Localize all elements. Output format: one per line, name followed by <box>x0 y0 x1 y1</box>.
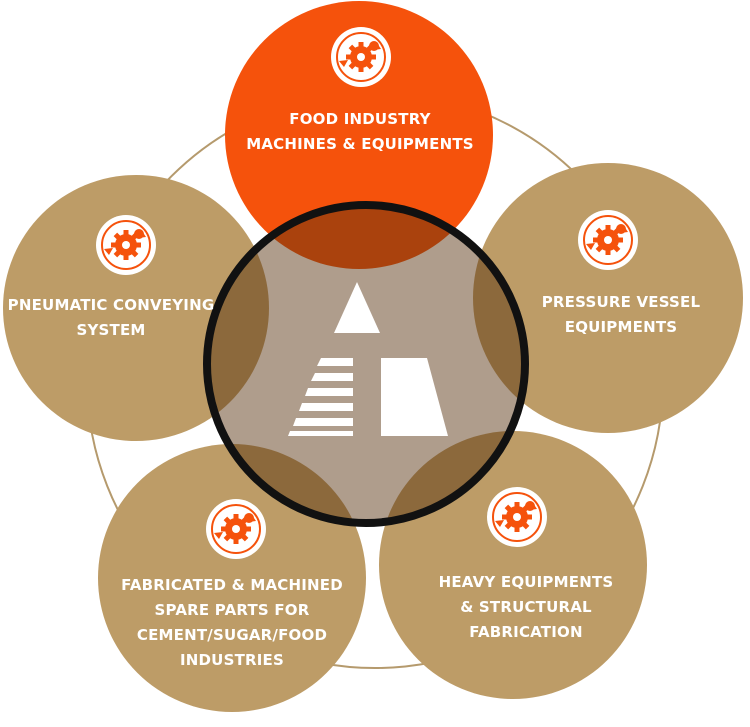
label-line: FABRICATION <box>469 623 583 641</box>
label-heavy-equipments: HEAVY EQUIPMENTS & STRUCTURAL FABRICATIO… <box>439 570 614 645</box>
label-fabricated-parts: FABRICATED & MACHINED SPARE PARTS FOR CE… <box>121 573 343 673</box>
label-line: CEMENT/SUGAR/FOOD <box>136 626 328 644</box>
label-line: INDUSTRIES <box>180 651 284 669</box>
gear-icon <box>487 487 547 547</box>
gear-icon <box>331 27 391 87</box>
bubble-food-industry[interactable] <box>225 1 493 269</box>
label-line: SYSTEM <box>76 321 146 339</box>
label-line: MACHINES & EQUIPMENTS <box>246 135 474 153</box>
label-line: & STRUCTURAL <box>460 598 592 616</box>
label-pneumatic-conveying: PNEUMATIC CONVEYING SYSTEM <box>8 293 215 343</box>
gear-icon <box>206 499 266 559</box>
label-line: HEAVY EQUIPMENTS <box>438 573 614 591</box>
label-line: EQUIPMENTS <box>564 318 678 336</box>
label-line: FOOD INDUSTRY <box>289 110 431 128</box>
logo-icon <box>288 282 448 436</box>
label-food-industry: FOOD INDUSTRY MACHINES & EQUIPMENTS <box>246 107 474 157</box>
gear-icon <box>96 215 156 275</box>
gear-icon <box>578 210 638 270</box>
label-line: FABRICATED & MACHINED <box>121 576 343 594</box>
center-hub <box>203 201 529 527</box>
bubble-pressure-vessel[interactable] <box>473 163 743 433</box>
label-pressure-vessel: PRESSURE VESSEL EQUIPMENTS <box>542 290 701 340</box>
label-line: PNEUMATIC CONVEYING <box>7 296 215 314</box>
label-line: PRESSURE VESSEL <box>541 293 701 311</box>
bubble-pneumatic-conveying[interactable] <box>3 175 269 441</box>
label-line: SPARE PARTS FOR <box>154 601 310 619</box>
